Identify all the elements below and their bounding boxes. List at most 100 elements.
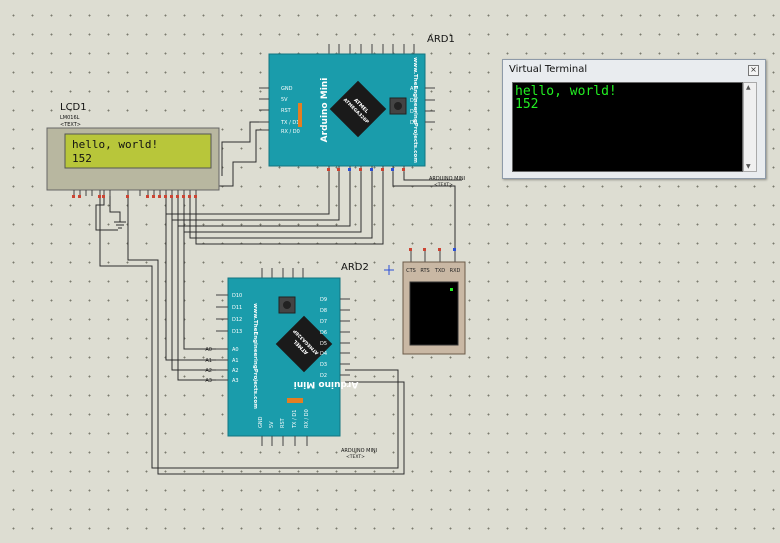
svg-text:A3: A3: [205, 378, 212, 384]
svg-text:RX / D0: RX / D0: [281, 129, 300, 135]
wire-d6: [177, 170, 351, 227]
svg-text:5V: 5V: [281, 97, 288, 103]
wire-rs-loop: [99, 196, 399, 469]
terminal-pin-txd: TXD: [434, 268, 445, 274]
ard2-model: ARDUINO MINI: [341, 448, 377, 454]
svg-text:D13: D13: [232, 329, 242, 335]
svg-text:D6: D6: [320, 330, 327, 336]
svg-text:D5: D5: [320, 341, 327, 347]
virtual-terminal-scrollbar[interactable]: ▲ ▼: [743, 82, 757, 172]
wire-gnd: [109, 196, 121, 222]
wire-d4-ard2: [165, 214, 220, 361]
wire-ard1-term2: [403, 170, 462, 181]
ard2-left-pins: [216, 294, 228, 381]
svg-text:TX / D1: TX / D1: [280, 120, 299, 126]
ard2-bottom-pins: [261, 436, 308, 446]
ard1-model: ARDUINO MINI: [429, 176, 465, 182]
ard1-reset-cap: [394, 102, 402, 110]
lcd1-pin-dots: [72, 195, 197, 198]
wire-d4: [165, 170, 330, 215]
ard2-led: [287, 398, 303, 403]
svg-text:D9: D9: [320, 297, 327, 303]
svg-text:D12: D12: [232, 317, 242, 323]
ard1-board-title: Arduino Mini: [320, 78, 330, 143]
lcd1-screen: [64, 133, 212, 169]
terminal-pin-cts: CTS: [406, 268, 416, 274]
ard1-ref: ARD1: [427, 34, 455, 45]
svg-text:A3: A3: [232, 378, 239, 384]
svg-text:D10: D10: [232, 293, 242, 299]
virtual-terminal-screen[interactable]: hello, world! 152: [512, 82, 743, 172]
terminal-pin-rts: RTS: [420, 268, 429, 274]
ard1-left-pins: [259, 87, 269, 131]
svg-text:A1: A1: [205, 358, 212, 364]
wire-d5: [171, 170, 340, 221]
terminal-device-cursor: [450, 288, 453, 291]
svg-text:A2: A2: [205, 368, 212, 374]
svg-text:RST: RST: [281, 108, 292, 114]
svg-text:D9: D9: [410, 98, 417, 104]
ard2-site-text: www.TheEngineeringProjects.com: [252, 303, 258, 409]
wire-d5-ard2: [171, 220, 220, 371]
svg-text:D11: D11: [232, 305, 242, 311]
svg-text:A1: A1: [232, 358, 239, 364]
ard1-right-pins: [425, 87, 435, 123]
svg-text:D6: D6: [410, 120, 417, 126]
ard2-board-title: Arduino Mini: [294, 379, 359, 389]
wire-vdd: [95, 196, 118, 231]
serial-terminal-device[interactable]: CTS RTS TXD RXD: [402, 248, 466, 355]
crosshair-cursor-icon: [384, 265, 394, 275]
close-icon[interactable]: ×: [748, 65, 759, 76]
wire-en: [195, 170, 384, 245]
svg-text:5V: 5V: [269, 421, 275, 428]
ard2-right-pins: [340, 298, 350, 376]
svg-text:A0: A0: [205, 347, 212, 353]
svg-text:A7: A7: [410, 86, 417, 92]
svg-text:D8: D8: [320, 308, 327, 314]
scroll-down-arrow-icon[interactable]: ▼: [746, 163, 751, 170]
ard2-text-tag: <TEXT>: [346, 454, 365, 460]
svg-text:A0: A0: [232, 347, 239, 353]
svg-text:GND: GND: [281, 86, 293, 92]
svg-text:GND: GND: [258, 416, 264, 428]
ard2-reset-cap: [283, 301, 291, 309]
lcd1-line1: hello, world!: [72, 138, 158, 151]
wire-rs: [189, 170, 373, 239]
svg-text:RST: RST: [280, 417, 286, 428]
lcd1-model: LM016L: [60, 115, 80, 121]
ard1-text-tag: <TEXT>: [434, 182, 453, 188]
lcd1-ref: LCD1: [60, 102, 87, 113]
wire-d7: [183, 170, 362, 233]
ard1-led: [298, 103, 302, 127]
wire-d6-ard2: [177, 226, 220, 381]
wire-ard1-rx: [196, 129, 269, 187]
ard2-top-pins: [261, 268, 304, 278]
wire-d7-ard2: [183, 232, 220, 350]
terminal-device-screen: [409, 281, 459, 346]
svg-text:A2: A2: [232, 368, 239, 374]
virtual-terminal-title: Virtual Terminal: [509, 64, 588, 75]
lcd1-line2: 152: [72, 152, 92, 165]
lcd1-text-tag: <TEXT>: [60, 122, 81, 128]
wires: [95, 121, 462, 475]
svg-text:D3: D3: [320, 362, 327, 368]
ard1-site-text: www.TheEngineeringProjects.com: [412, 57, 418, 163]
virtual-terminal-output: hello, world! 152: [515, 84, 617, 112]
svg-text:TX / D1: TX / D1: [292, 410, 298, 429]
virtual-terminal-window[interactable]: Virtual Terminal × hello, world! 152 ▲ ▼: [502, 59, 766, 179]
lcd1-component[interactable]: LCD1 LM016L <TEXT> hello, world! 152: [46, 102, 220, 198]
svg-text:D7: D7: [320, 319, 327, 325]
wire-ard1-tx: [221, 121, 269, 176]
scroll-up-arrow-icon[interactable]: ▲: [746, 84, 751, 91]
svg-text:D2: D2: [320, 373, 327, 379]
ard1-top-pins: [328, 44, 415, 54]
svg-text:D7: D7: [410, 109, 417, 115]
svg-text:RX / D0: RX / D0: [304, 409, 310, 428]
svg-text:D4: D4: [320, 351, 327, 357]
wire-e-loop: [127, 196, 405, 475]
wire-ard1-term: [392, 170, 456, 250]
ard2-ref: ARD2: [341, 262, 369, 273]
